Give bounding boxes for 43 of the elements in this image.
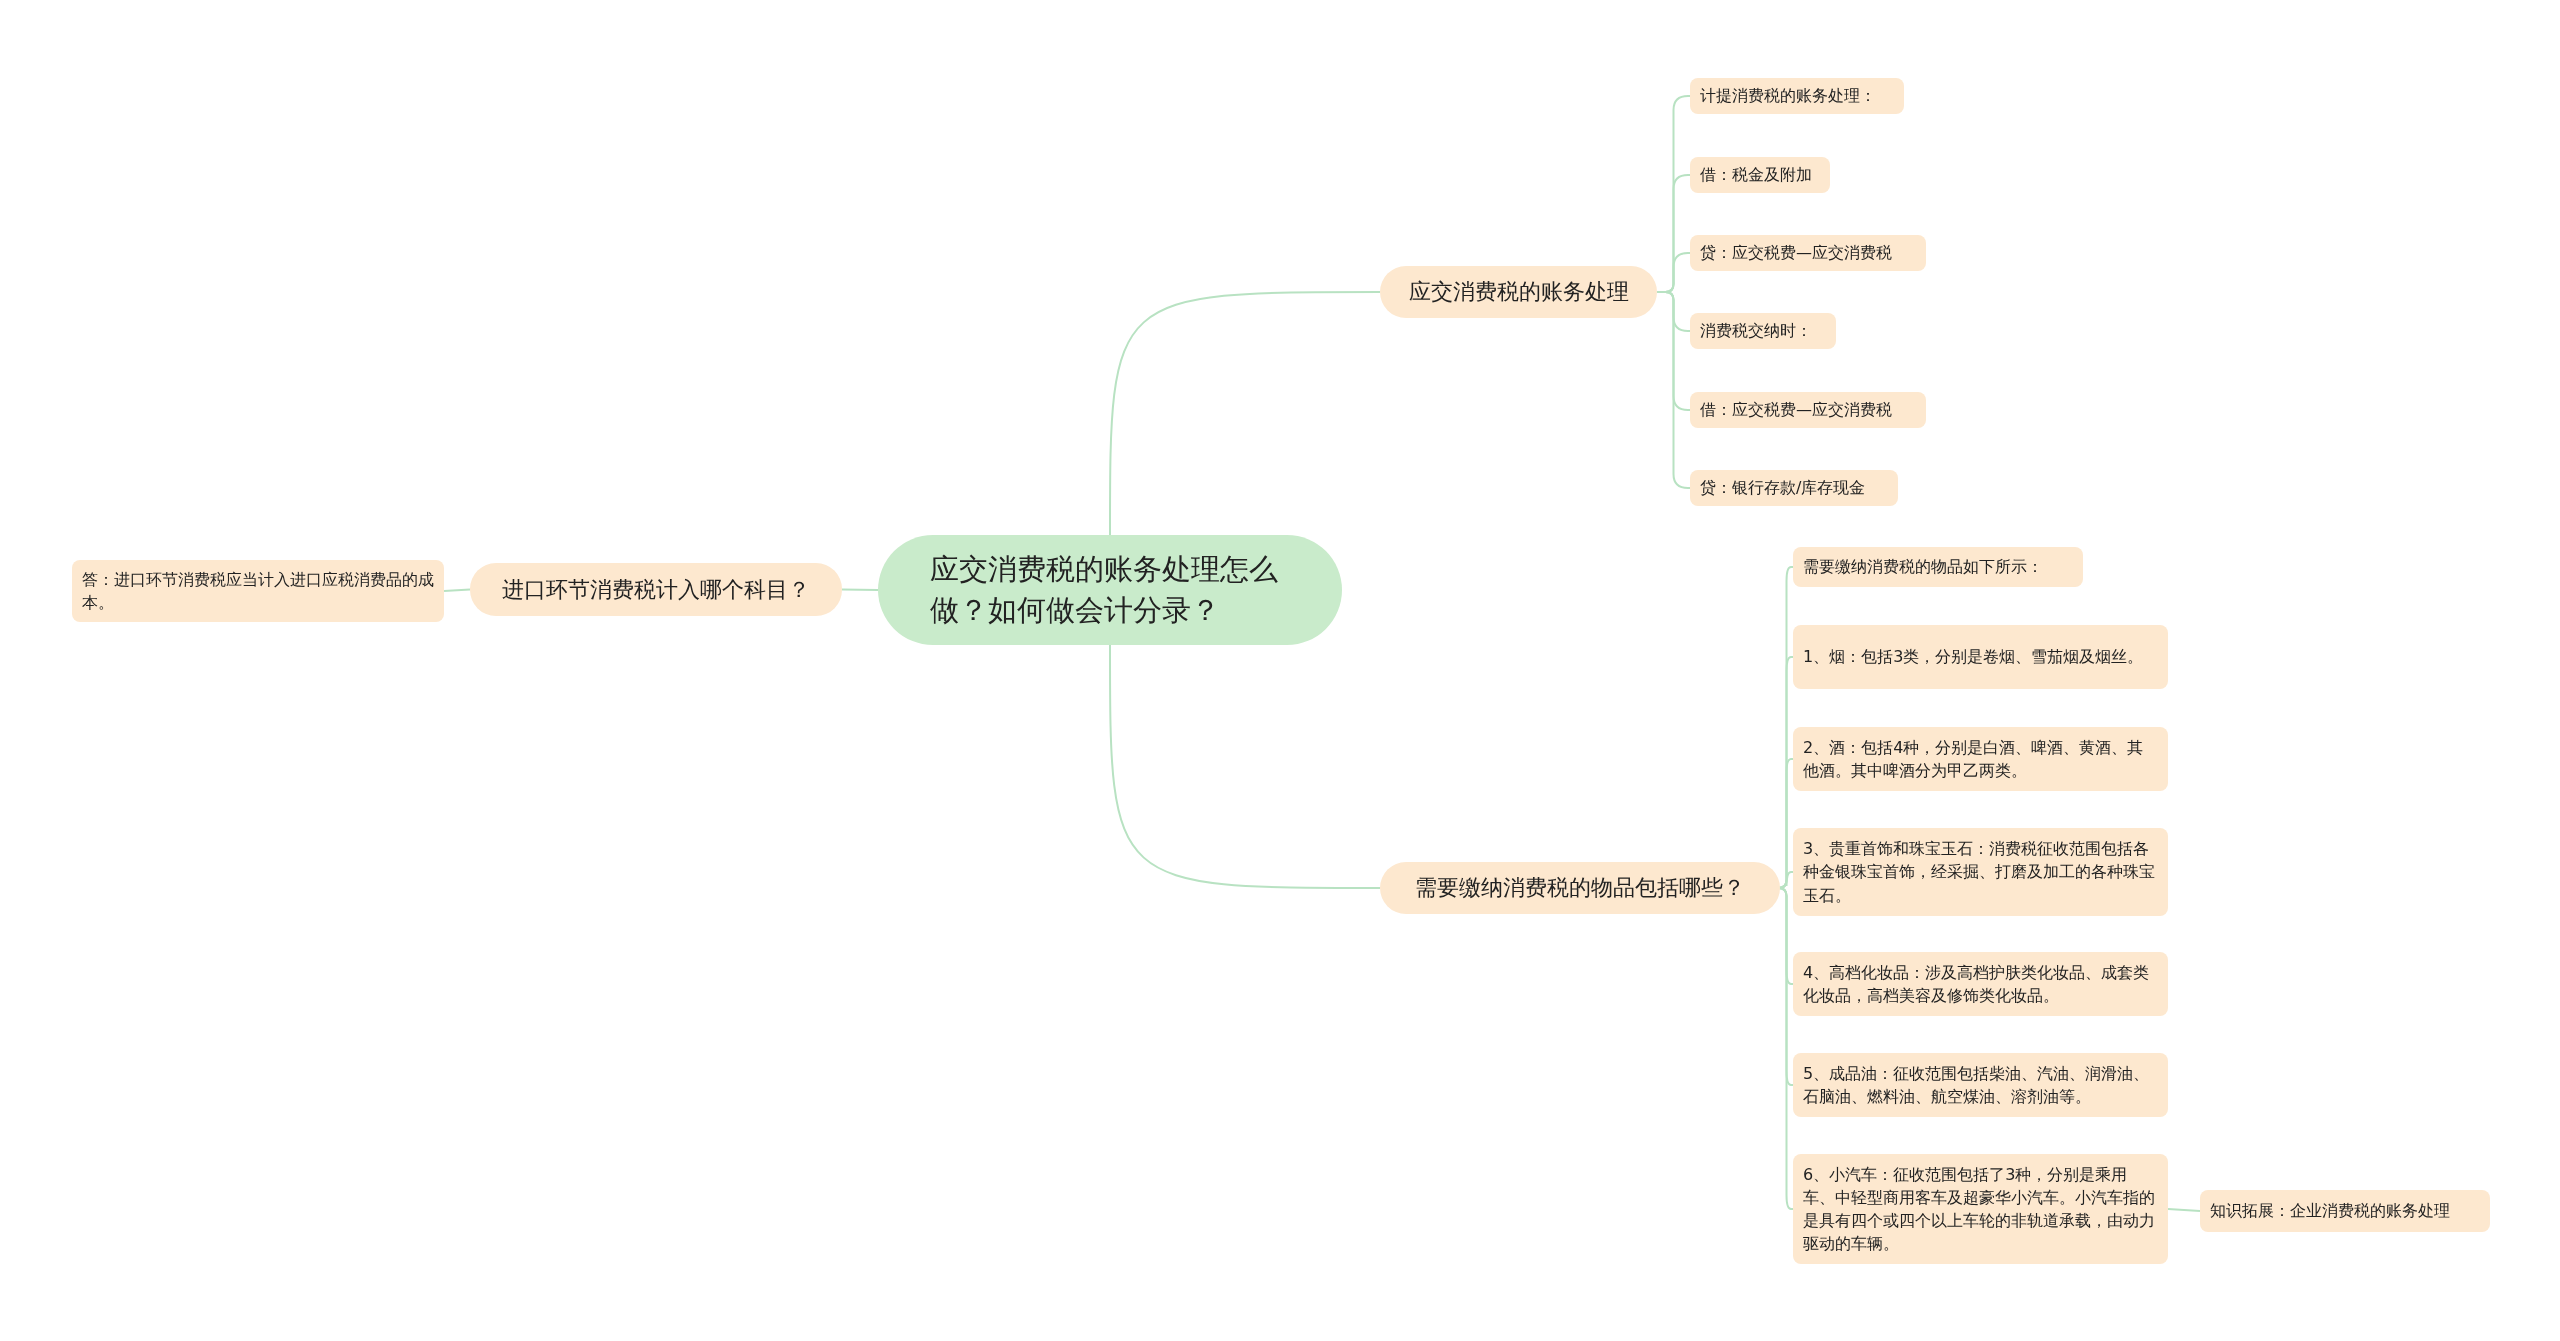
topic-text: 消费税交纳时： <box>1700 320 1812 343</box>
subtopic-card <box>72 560 444 622</box>
topic-text: 2、酒：包括4种，分别是白酒、啤酒、黄酒、其他酒。其中啤酒分为甲乙两类。 <box>1803 736 2145 782</box>
topic-text: 答：进口环节消费税应当计入进口应税消费品的成本。 <box>82 568 434 614</box>
topic-bubble <box>1380 862 1780 914</box>
subtopic-card <box>1793 828 2168 916</box>
subtopic-card <box>1690 235 1926 271</box>
topic-text: 6、小汽车：征收范围包括了3种，分别是乘用车、中轻型商用客车及超豪华小汽车。小汽车指的是具有四个或四个以上车轮的非轨道承载，由动力驱动的车辆。 <box>1803 1163 2156 1256</box>
subtopic-card <box>1793 952 2168 1016</box>
topic-text: 需要缴纳消费税的物品如下所示： <box>1803 556 2043 579</box>
subtopic-card <box>1793 1154 2168 1264</box>
subtopic-card <box>1690 313 1836 349</box>
topic-text: 进口环节消费税计入哪个科目？ <box>502 575 810 604</box>
connector-line <box>2167 1208 2201 1212</box>
topic-text: 4、高档化妆品：涉及高档护肤类化妆品、成套类化妆品，高档美容及修饰类化妆品。 <box>1803 961 2151 1007</box>
topic-text: 1、烟：包括3类，分别是卷烟、雪茄烟及烟丝。 <box>1803 646 2144 669</box>
connector-line <box>841 588 879 591</box>
topic-text: 贷：银行存款/库存现金 <box>1700 477 1866 500</box>
connector-line <box>1109 644 1381 889</box>
topic-text: 5、成品油：征收范围包括柴油、汽油、润滑油、石脑油、燃料油、航空煤油、溶剂油等。 <box>1803 1062 2151 1108</box>
subtopic-card <box>1793 1053 2168 1117</box>
subtopic-card <box>1690 392 1926 428</box>
topic-text: 贷：应交税费—应交消费税 <box>1700 242 1892 265</box>
subtopic-card <box>1793 547 2083 587</box>
topic-text: 借：应交税费—应交消费税 <box>1700 399 1892 422</box>
subtopic-card <box>1793 625 2168 689</box>
subtopic-card <box>1793 727 2168 791</box>
topic-text: 需要缴纳消费税的物品包括哪些？ <box>1415 874 1745 903</box>
topic-text: 应交消费税的账务处理 <box>1408 278 1629 307</box>
topic-text: 3、贵重首饰和珠宝玉石：消费税征收范围包括各种金银珠宝首饰，经采掘、打磨及加工的各种珠宝玉石。 <box>1803 838 2156 907</box>
subtopic-card <box>1690 470 1898 506</box>
connector-line <box>1656 291 1691 489</box>
connector-line <box>1109 291 1381 536</box>
subtopic-card <box>1690 157 1830 193</box>
topic-text: 知识拓展：企业消费税的账务处理 <box>2210 1200 2450 1223</box>
subtopic-card <box>1690 78 1904 114</box>
topic-text: 借：税金及附加 <box>1700 164 1812 187</box>
topic-bubble <box>470 563 842 616</box>
topic-text: 应交消费税的账务处理怎么做？如何做会计分录？ <box>930 551 1279 629</box>
topic-bubble <box>1380 266 1657 318</box>
topic-text: 计提消费税的账务处理： <box>1700 85 1876 108</box>
connector-line <box>443 588 471 592</box>
subtopic-card <box>2200 1190 2490 1232</box>
